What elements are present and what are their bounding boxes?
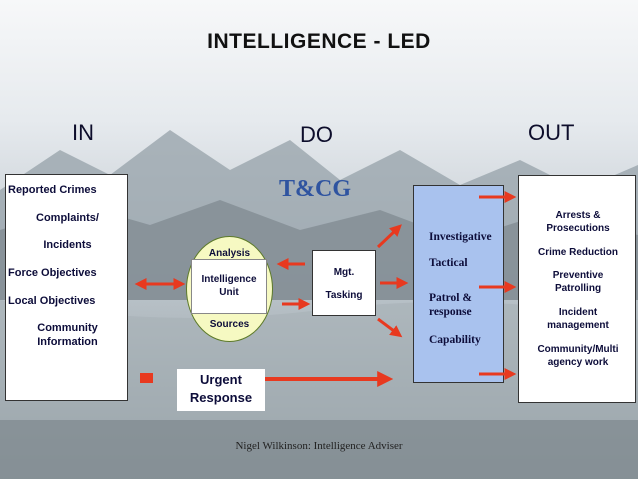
out-item: Patrolling [554,283,602,294]
header-out: OUT [528,120,575,145]
do-item: Investigative [429,231,492,243]
tcg-label: T&CG [279,176,351,202]
oval-top-label: Analysis [208,248,251,259]
in-item: Force Objectives [8,267,97,279]
header-do: DO [300,122,333,147]
oval-center-label-1: Intelligence [201,274,257,285]
footer-credit: Nigel Wilkinson: Intelligence Adviser [235,440,403,452]
do-item: Patrol & [429,292,472,304]
intelligence-unit-box [191,259,267,314]
in-item: Incidents [43,239,92,251]
in-item: Reported Crimes [8,184,97,196]
in-box: Reported Crimes Complaints/ Incidents Fo… [5,174,128,401]
do-item: Tactical [429,257,468,269]
mgt-label-1: Mgt. [333,267,355,278]
out-item: agency work [547,357,609,368]
in-item: Complaints/ [36,212,99,224]
out-item: management [547,320,609,331]
do-item: response [429,306,472,318]
oval-bottom-label: Sources [209,319,250,330]
in-item: Local Objectives [8,295,96,307]
out-item: Community/Multi [537,344,619,355]
out-box: Arrests & Prosecutions Crime Reduction P… [518,175,636,403]
out-item: Crime Reduction [537,247,618,258]
mgt-label-2: Tasking [325,290,363,301]
urgent-response-box: Urgent Response [177,369,265,411]
header-in: IN [72,120,94,145]
out-item: Incident [558,307,598,318]
urgent-label-2: Response [189,390,253,405]
out-item: Arrests & [555,210,601,221]
out-item: Prosecutions [546,223,610,234]
in-item: Community [37,322,98,334]
do-item: Capability [429,334,481,346]
oval-center-label-2: Unit [219,287,239,298]
out-item: Preventive [552,270,604,281]
mgt-tasking-box [312,250,376,316]
do-box: Investigative Tactical Patrol & response… [413,185,504,383]
in-item: Information [37,336,98,348]
page-title: INTELLIGENCE - LED [207,30,431,53]
urgent-label-1: Urgent [200,372,242,387]
